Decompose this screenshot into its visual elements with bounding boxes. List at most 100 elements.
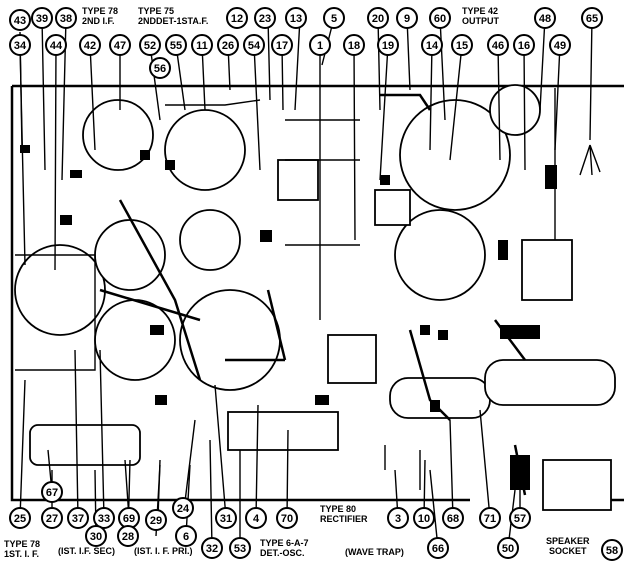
- svg-text:19: 19: [382, 40, 394, 52]
- callout-23: 23: [254, 7, 276, 29]
- svg-text:33: 33: [98, 513, 110, 525]
- svg-text:37: 37: [72, 513, 84, 525]
- label-type78-1st-if-b: 1ST. I. F.: [4, 549, 39, 559]
- svg-text:26: 26: [222, 40, 234, 52]
- gang-condenser-a: [179, 289, 281, 391]
- callout-17: 17: [271, 34, 293, 56]
- svg-text:46: 46: [492, 40, 504, 52]
- callout-44: 44: [45, 34, 67, 56]
- label-ist-if-sec: (IST. I.F. SEC): [58, 546, 115, 556]
- svg-text:29: 29: [150, 515, 162, 527]
- svg-text:6: 6: [183, 531, 189, 543]
- callouts: 43 39 38 12 23 13 5 20 9 60 48 65 34 44 …: [9, 7, 623, 561]
- svg-text:18: 18: [348, 40, 360, 52]
- socket-6a7: [94, 219, 166, 291]
- res-12: [438, 330, 448, 340]
- text-labels: TYPE 78 2ND I.F. TYPE 75 2NDDET-1STA.F. …: [4, 6, 590, 559]
- svg-text:70: 70: [281, 513, 293, 525]
- wire-a: [118, 199, 202, 381]
- svg-text:30: 30: [90, 531, 102, 543]
- svg-text:55: 55: [170, 40, 182, 52]
- svg-text:57: 57: [514, 513, 526, 525]
- res-14: [155, 395, 167, 405]
- res-10: [500, 325, 540, 339]
- callout-10: 10: [413, 507, 435, 529]
- res-3: [60, 215, 72, 225]
- callout-69: 69: [118, 507, 140, 529]
- label-type42-b: OUTPUT: [462, 16, 500, 26]
- label-type78-2nd-if-a: TYPE 78: [82, 6, 118, 16]
- label-type80-b: RECTIFIER: [320, 514, 368, 524]
- label-wave-trap: (WAVE TRAP): [345, 547, 404, 557]
- svg-text:14: 14: [426, 40, 439, 52]
- svg-text:67: 67: [46, 487, 58, 499]
- wire-h: [165, 99, 261, 106]
- wire-g: [380, 93, 432, 111]
- svg-text:44: 44: [50, 40, 63, 52]
- callout-20: 20: [367, 7, 389, 29]
- svg-text:50: 50: [502, 543, 514, 555]
- callout-12: 12: [226, 7, 248, 29]
- callout-60: 60: [429, 7, 451, 29]
- svg-text:4: 4: [253, 513, 260, 525]
- resistor-block: [227, 411, 339, 451]
- svg-text:24: 24: [177, 503, 190, 515]
- shaft-cross: [285, 119, 360, 246]
- callout-33: 33: [93, 507, 115, 529]
- svg-text:43: 43: [14, 15, 26, 27]
- callout-14: 14: [421, 34, 443, 56]
- svg-text:5: 5: [331, 13, 337, 25]
- callout-42: 42: [79, 34, 101, 56]
- svg-text:71: 71: [484, 513, 496, 525]
- svg-text:20: 20: [372, 13, 384, 25]
- callout-68: 68: [442, 507, 464, 529]
- svg-text:17: 17: [276, 40, 288, 52]
- svg-text:9: 9: [404, 13, 410, 25]
- callout-29: 29: [145, 509, 167, 531]
- svg-text:39: 39: [36, 13, 48, 25]
- callout-47: 47: [109, 34, 131, 56]
- callout-55: 55: [165, 34, 187, 56]
- leaders: [19, 17, 593, 549]
- gang-condenser-b: [94, 299, 176, 381]
- svg-text:65: 65: [586, 13, 598, 25]
- callout-58: 58: [601, 539, 623, 561]
- svg-text:58: 58: [606, 545, 618, 557]
- svg-text:69: 69: [123, 513, 135, 525]
- callout-70: 70: [276, 507, 298, 529]
- callout-57: 57: [509, 507, 531, 529]
- callout-9: 9: [396, 7, 418, 29]
- key-bundle: [579, 144, 601, 176]
- svg-text:49: 49: [554, 40, 566, 52]
- svg-text:56: 56: [154, 63, 166, 75]
- label-type42-a: TYPE 42: [462, 6, 498, 16]
- callout-52: 52: [139, 34, 161, 56]
- callout-25: 25: [9, 507, 31, 529]
- label-type6a7-b: DET.-OSC.: [260, 548, 305, 558]
- callout-1: 1: [309, 34, 331, 56]
- tuning-can: [374, 189, 411, 226]
- wire-i: [384, 445, 421, 490]
- svg-text:60: 60: [434, 13, 446, 25]
- callout-18: 18: [343, 34, 365, 56]
- socket-type42: [399, 99, 511, 211]
- svg-text:32: 32: [206, 543, 218, 555]
- svg-text:66: 66: [432, 543, 444, 555]
- svg-text:28: 28: [122, 531, 134, 543]
- label-type75-b: 2NDDET-1STA.F.: [138, 16, 208, 26]
- callout-13: 13: [285, 7, 307, 29]
- callout-24: 24: [172, 497, 194, 519]
- svg-text:13: 13: [290, 13, 302, 25]
- svg-text:15: 15: [456, 40, 468, 52]
- callout-37: 37: [67, 507, 89, 529]
- svg-text:12: 12: [231, 13, 243, 25]
- res-1: [20, 145, 30, 153]
- svg-text:31: 31: [220, 513, 232, 525]
- svg-text:52: 52: [144, 40, 156, 52]
- callout-27: 27: [41, 507, 63, 529]
- res-5: [165, 160, 175, 170]
- callout-38: 38: [55, 7, 77, 29]
- label-speaker-a: SPEAKER: [546, 536, 590, 546]
- callout-56: 56: [149, 57, 171, 79]
